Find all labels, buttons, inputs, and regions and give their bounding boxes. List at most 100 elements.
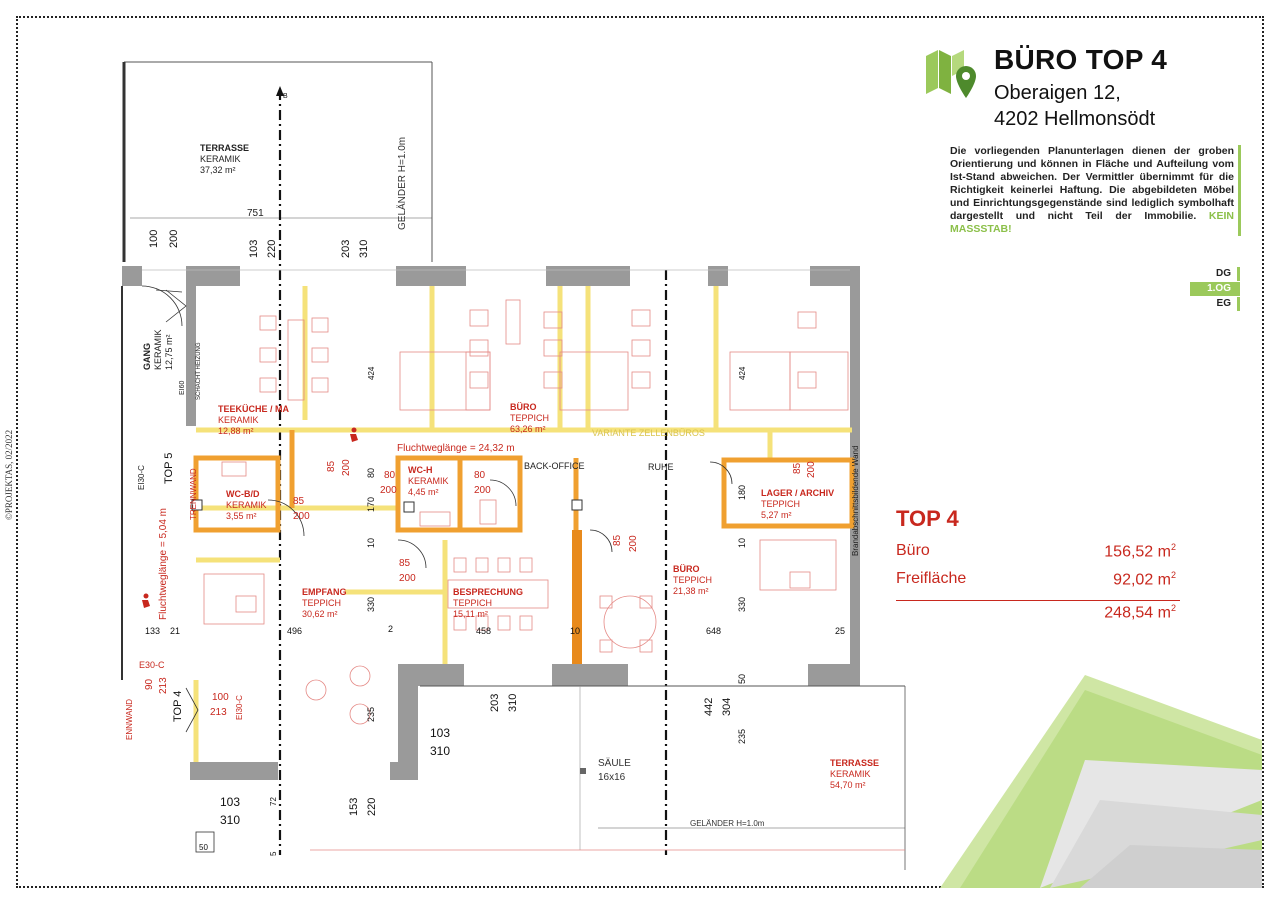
shafts [191,499,583,513]
room-floor: KERAMIK [218,415,259,425]
escape-sign-icon [142,427,358,608]
floor-dg[interactable]: DG [1190,267,1240,281]
floor-1og[interactable]: 1.OG [1190,282,1240,296]
dim-label: 200 [399,573,416,584]
dim-label: 80 [366,468,376,478]
room-area: 15,11 m² [453,609,488,619]
room-area: 12,75 m² [164,334,174,370]
dim-label: 180 [737,485,747,500]
door-class: E30-C [139,660,165,670]
stair [195,831,215,853]
dim-label: 310 [220,813,240,827]
summary-label: Freifläche [896,570,967,587]
room-name: TERRASSE [200,143,249,153]
dim-label: 100 [148,230,160,248]
room-name: TEEKÜCHE / MA [218,404,290,414]
dim-label: 103 [248,240,260,258]
room-name: WC-B/D [226,489,260,499]
dim-label: 85 [792,462,803,474]
door-class: EI30-C [137,465,146,490]
dim-label: 200 [341,459,352,476]
dim-label: 203 [489,694,501,712]
dim-label: 330 [737,597,747,612]
disclaimer-emphasis: KEIN MASSSTAB! [950,210,1234,235]
dim-label: 235 [737,729,747,744]
dim-label: 213 [210,707,227,718]
column-label: SÄULE [598,757,631,769]
outer-walls [122,266,860,780]
room-floor: KERAMIK [200,154,241,164]
room-name: BÜRO [510,402,537,412]
dim-label: 21 [170,626,180,636]
dim-label: 133 [145,626,160,636]
ruhe-label: RUHE [648,462,674,472]
room-name: TERRASSE [830,758,879,768]
summary-title: TOP 4 [896,506,959,531]
room-name: BÜRO [673,564,700,574]
back-office-label: BACK-OFFICE [524,461,585,471]
yellow-walls [193,286,852,762]
railing-label: GELÄNDER H=1.0m [396,137,408,230]
dim-label: 10 [570,626,580,636]
dim-label: 200 [380,485,397,496]
summary-value: 156,52 m2 [1104,542,1176,561]
floor-selector: DG 1.OG EG [1190,267,1240,312]
shaft-label: SCHACHT HEIZUNG [196,342,202,400]
column [580,768,586,774]
terrace-bottom: TERRASSE KERAMIK 54,70 m² GELÄNDER H=1.0… [195,685,906,870]
dim-label: 103 [430,726,450,740]
dim-label: 103 [220,795,240,809]
dim-label: 424 [367,366,376,380]
dim-label: 100 [212,692,229,703]
dimensions: 100 200 103 220 203 310 424 424 85 200 8… [144,230,845,856]
dim-label: 200 [806,461,817,478]
partition-label: ENNWAND [125,699,134,740]
summary-divider [896,600,1180,601]
room-floor: TEPPICH [761,499,800,509]
unit-label-top4: TOP 4 [172,691,184,722]
dim-label: 50 [737,674,747,684]
room-labels: GANG KERAMIK 12,75 m² TEEKÜCHE / MA KERA… [142,329,834,619]
room-floor: TEPPICH [453,598,492,608]
dim-label: 310 [430,744,450,758]
room-area: 5,27 m² [761,510,792,520]
disclaimer-text: Die vorliegenden Planunterlagen dienen d… [950,145,1234,222]
dim-label: 330 [366,597,376,612]
railing-label: GELÄNDER H=1.0m [690,819,765,828]
room-area: 37,32 m² [200,165,236,175]
address-line-2: 4202 Hellmonsödt [994,108,1156,130]
partition-label: TRENNWAND [189,468,198,520]
dim-label: 10 [737,538,747,548]
terrace-top: TERRASSE KERAMIK 37,32 m² GELÄNDER H=1.0… [122,61,433,262]
summary-row: Freifläche 92,02 m2 [896,570,1180,598]
dim-label: 648 [706,626,721,636]
dim-label: 50 [199,843,208,852]
unit-label-top5: TOP 5 [163,453,175,484]
dim-label: 200 [293,511,310,522]
page-frame [16,16,1264,888]
dim-label: 200 [474,485,491,496]
axis-lines [278,90,668,855]
dim-label: 203 [340,240,352,258]
summary-total-value: 248,54 m2 [1104,603,1176,622]
floor-eg[interactable]: EG [1190,297,1240,311]
room-floor: TEPPICH [673,575,712,585]
dim-label: 5 [269,851,278,856]
summary-value: 92,02 m2 [1113,570,1176,589]
room-area: 54,70 m² [830,780,866,790]
dim-label: 85 [612,534,623,546]
room-floor: KERAMIK [153,329,163,370]
room-area: 3,55 m² [226,511,257,521]
room-name: GANG [142,343,152,370]
room-floor: KERAMIK [830,769,871,779]
room-area: 63,26 m² [510,424,546,434]
dim-label: 751 [247,208,264,219]
dim-label: 72 [269,797,278,806]
dim-label: 153 [348,798,360,816]
section-mark: B [283,93,288,100]
plan-labels: BACK-OFFICE RUHE VARIANTE ZELLENBÜROS Fl… [125,342,860,740]
room-name: EMPFANG [302,587,347,597]
section-arrow [276,86,284,96]
disclaimer: Die vorliegenden Planunterlagen dienen d… [950,145,1241,236]
room-floor: TEPPICH [302,598,341,608]
